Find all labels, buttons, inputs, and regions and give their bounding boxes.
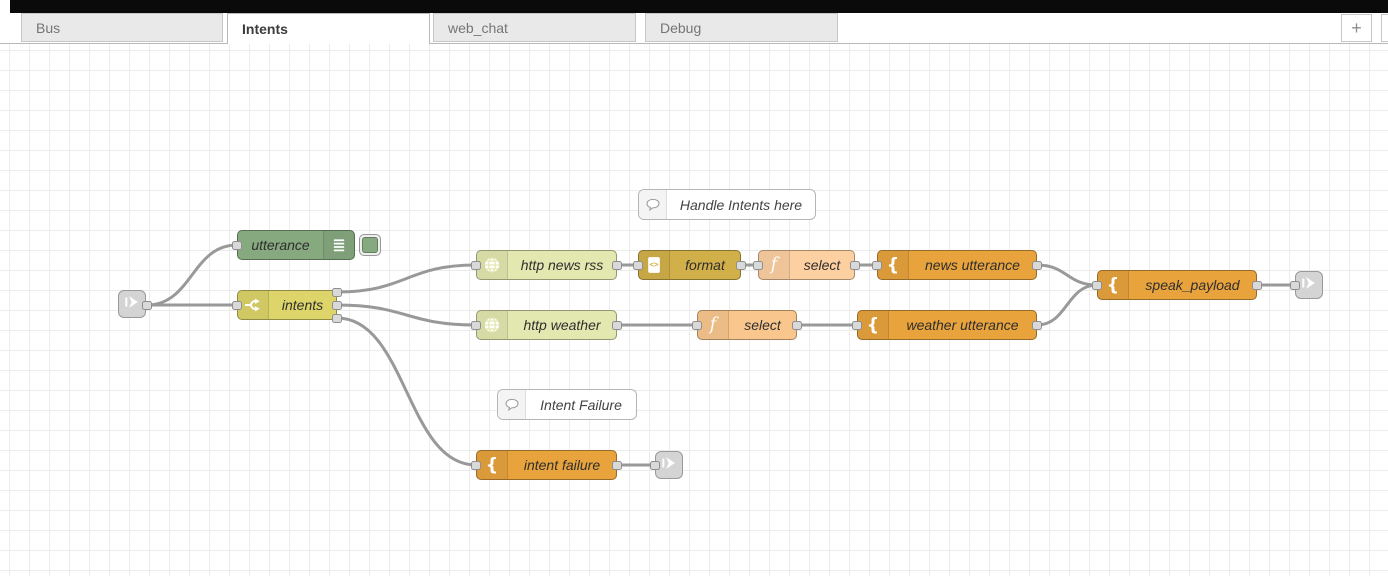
node-label: intents <box>281 297 324 313</box>
node-port[interactable] <box>471 460 481 470</box>
svg-text:{: { <box>887 256 899 276</box>
link-out-icon <box>1299 273 1319 298</box>
node-port[interactable] <box>612 320 622 330</box>
node-label: select <box>744 317 781 333</box>
braces-icon: { <box>477 451 508 479</box>
wire[interactable] <box>1035 263 1099 287</box>
braces-icon: { <box>858 311 889 339</box>
node-port[interactable] <box>142 300 152 310</box>
node-port[interactable] <box>692 320 702 330</box>
node-port[interactable] <box>232 300 242 310</box>
svg-text:{: { <box>486 456 498 476</box>
node-label: weather utterance <box>906 317 1019 333</box>
flow-canvas[interactable]: utterance intents Handle Intents here http … <box>0 44 1388 576</box>
flow-node-utterance[interactable]: utterance <box>237 230 355 260</box>
tab-label: web_chat <box>448 19 508 36</box>
plus-icon: + <box>1351 18 1362 38</box>
link-out-icon <box>659 453 679 478</box>
template-icon: <> <box>639 251 670 279</box>
top-black-bar <box>10 0 1388 13</box>
node-label: http news rss <box>520 257 604 273</box>
node-port[interactable] <box>332 313 342 323</box>
node-label: utterance <box>251 237 310 253</box>
svg-text:<>: <> <box>649 260 659 269</box>
debug-toggle-button[interactable] <box>359 234 381 256</box>
svg-text:f: f <box>708 315 720 335</box>
comment-icon <box>639 190 667 219</box>
tab-intents[interactable]: Intents <box>227 13 430 44</box>
flow-node-select-1[interactable]: f select <box>758 250 855 280</box>
comment-label: Handle Intents here <box>679 196 803 213</box>
node-port[interactable] <box>471 320 481 330</box>
tab-bus[interactable]: Bus <box>21 13 223 42</box>
flow-node-speak-payload[interactable]: { speak_payload <box>1097 270 1257 300</box>
node-label: speak_payload <box>1145 277 1240 293</box>
tab-list-button[interactable] <box>1381 14 1388 42</box>
node-port[interactable] <box>1252 280 1262 290</box>
wire[interactable] <box>145 243 239 307</box>
wire[interactable] <box>335 316 478 467</box>
fork-icon <box>238 291 269 319</box>
link-in-icon <box>122 292 142 317</box>
node-port[interactable] <box>753 260 763 270</box>
node-port[interactable] <box>792 320 802 330</box>
flow-node-intent-failure[interactable]: { intent failure <box>476 450 617 480</box>
node-label: news utterance <box>925 257 1020 273</box>
wire[interactable] <box>335 303 478 327</box>
node-port[interactable] <box>612 260 622 270</box>
svg-text:{: { <box>867 316 879 336</box>
braces-icon: { <box>1098 271 1129 299</box>
node-port[interactable] <box>872 260 882 270</box>
node-port[interactable] <box>332 300 342 310</box>
node-port[interactable] <box>736 260 746 270</box>
node-port[interactable] <box>850 260 860 270</box>
node-port[interactable] <box>232 240 242 250</box>
wire[interactable] <box>335 263 478 294</box>
function-icon: f <box>759 251 790 279</box>
flow-node-format[interactable]: <> format <box>638 250 741 280</box>
node-label: format <box>685 257 725 273</box>
svg-text:{: { <box>1107 276 1119 296</box>
function-icon: f <box>698 311 729 339</box>
flow-node-select-2[interactable]: f select <box>697 310 797 340</box>
wire-layer <box>145 243 1297 467</box>
wire[interactable] <box>1035 283 1099 327</box>
comment-icon <box>498 390 526 419</box>
tab-label: Intents <box>242 21 288 37</box>
list-icon <box>323 231 354 259</box>
node-label: select <box>803 257 841 273</box>
flow-node-http-weather[interactable]: http weather <box>476 310 617 340</box>
flow-node-weather-utterance[interactable]: { weather utterance <box>857 310 1037 340</box>
tab-web-chat[interactable]: web_chat <box>433 13 636 42</box>
node-port[interactable] <box>1032 320 1042 330</box>
node-port[interactable] <box>650 460 660 470</box>
node-port[interactable] <box>852 320 862 330</box>
comment-label: Intent Failure <box>540 396 622 413</box>
flow-tab-bar: Bus Intents web_chat Debug + <box>0 0 1388 44</box>
flow-node-comment-intent-failure[interactable]: Intent Failure <box>497 389 637 420</box>
flow-node-intents[interactable]: intents <box>237 290 337 320</box>
tab-debug[interactable]: Debug <box>645 13 838 42</box>
tab-label: Bus <box>36 19 61 36</box>
flow-node-http-news-rss[interactable]: http news rss <box>476 250 617 280</box>
globe-icon <box>477 251 508 279</box>
node-port[interactable] <box>471 260 481 270</box>
braces-icon: { <box>878 251 909 279</box>
node-port[interactable] <box>612 460 622 470</box>
node-port[interactable] <box>1032 260 1042 270</box>
node-port[interactable] <box>332 287 342 297</box>
flow-node-news-utterance[interactable]: { news utterance <box>877 250 1037 280</box>
node-label: intent failure <box>523 457 601 473</box>
svg-text:f: f <box>769 255 781 275</box>
debug-toggle-state <box>362 237 378 253</box>
node-port[interactable] <box>633 260 643 270</box>
node-label: http weather <box>523 317 601 333</box>
node-port[interactable] <box>1290 280 1300 290</box>
globe-icon <box>477 311 508 339</box>
tab-label: Debug <box>660 19 702 36</box>
node-port[interactable] <box>1092 280 1102 290</box>
add-flow-button[interactable]: + <box>1341 14 1372 42</box>
flow-node-comment-handle-intents[interactable]: Handle Intents here <box>638 189 816 220</box>
